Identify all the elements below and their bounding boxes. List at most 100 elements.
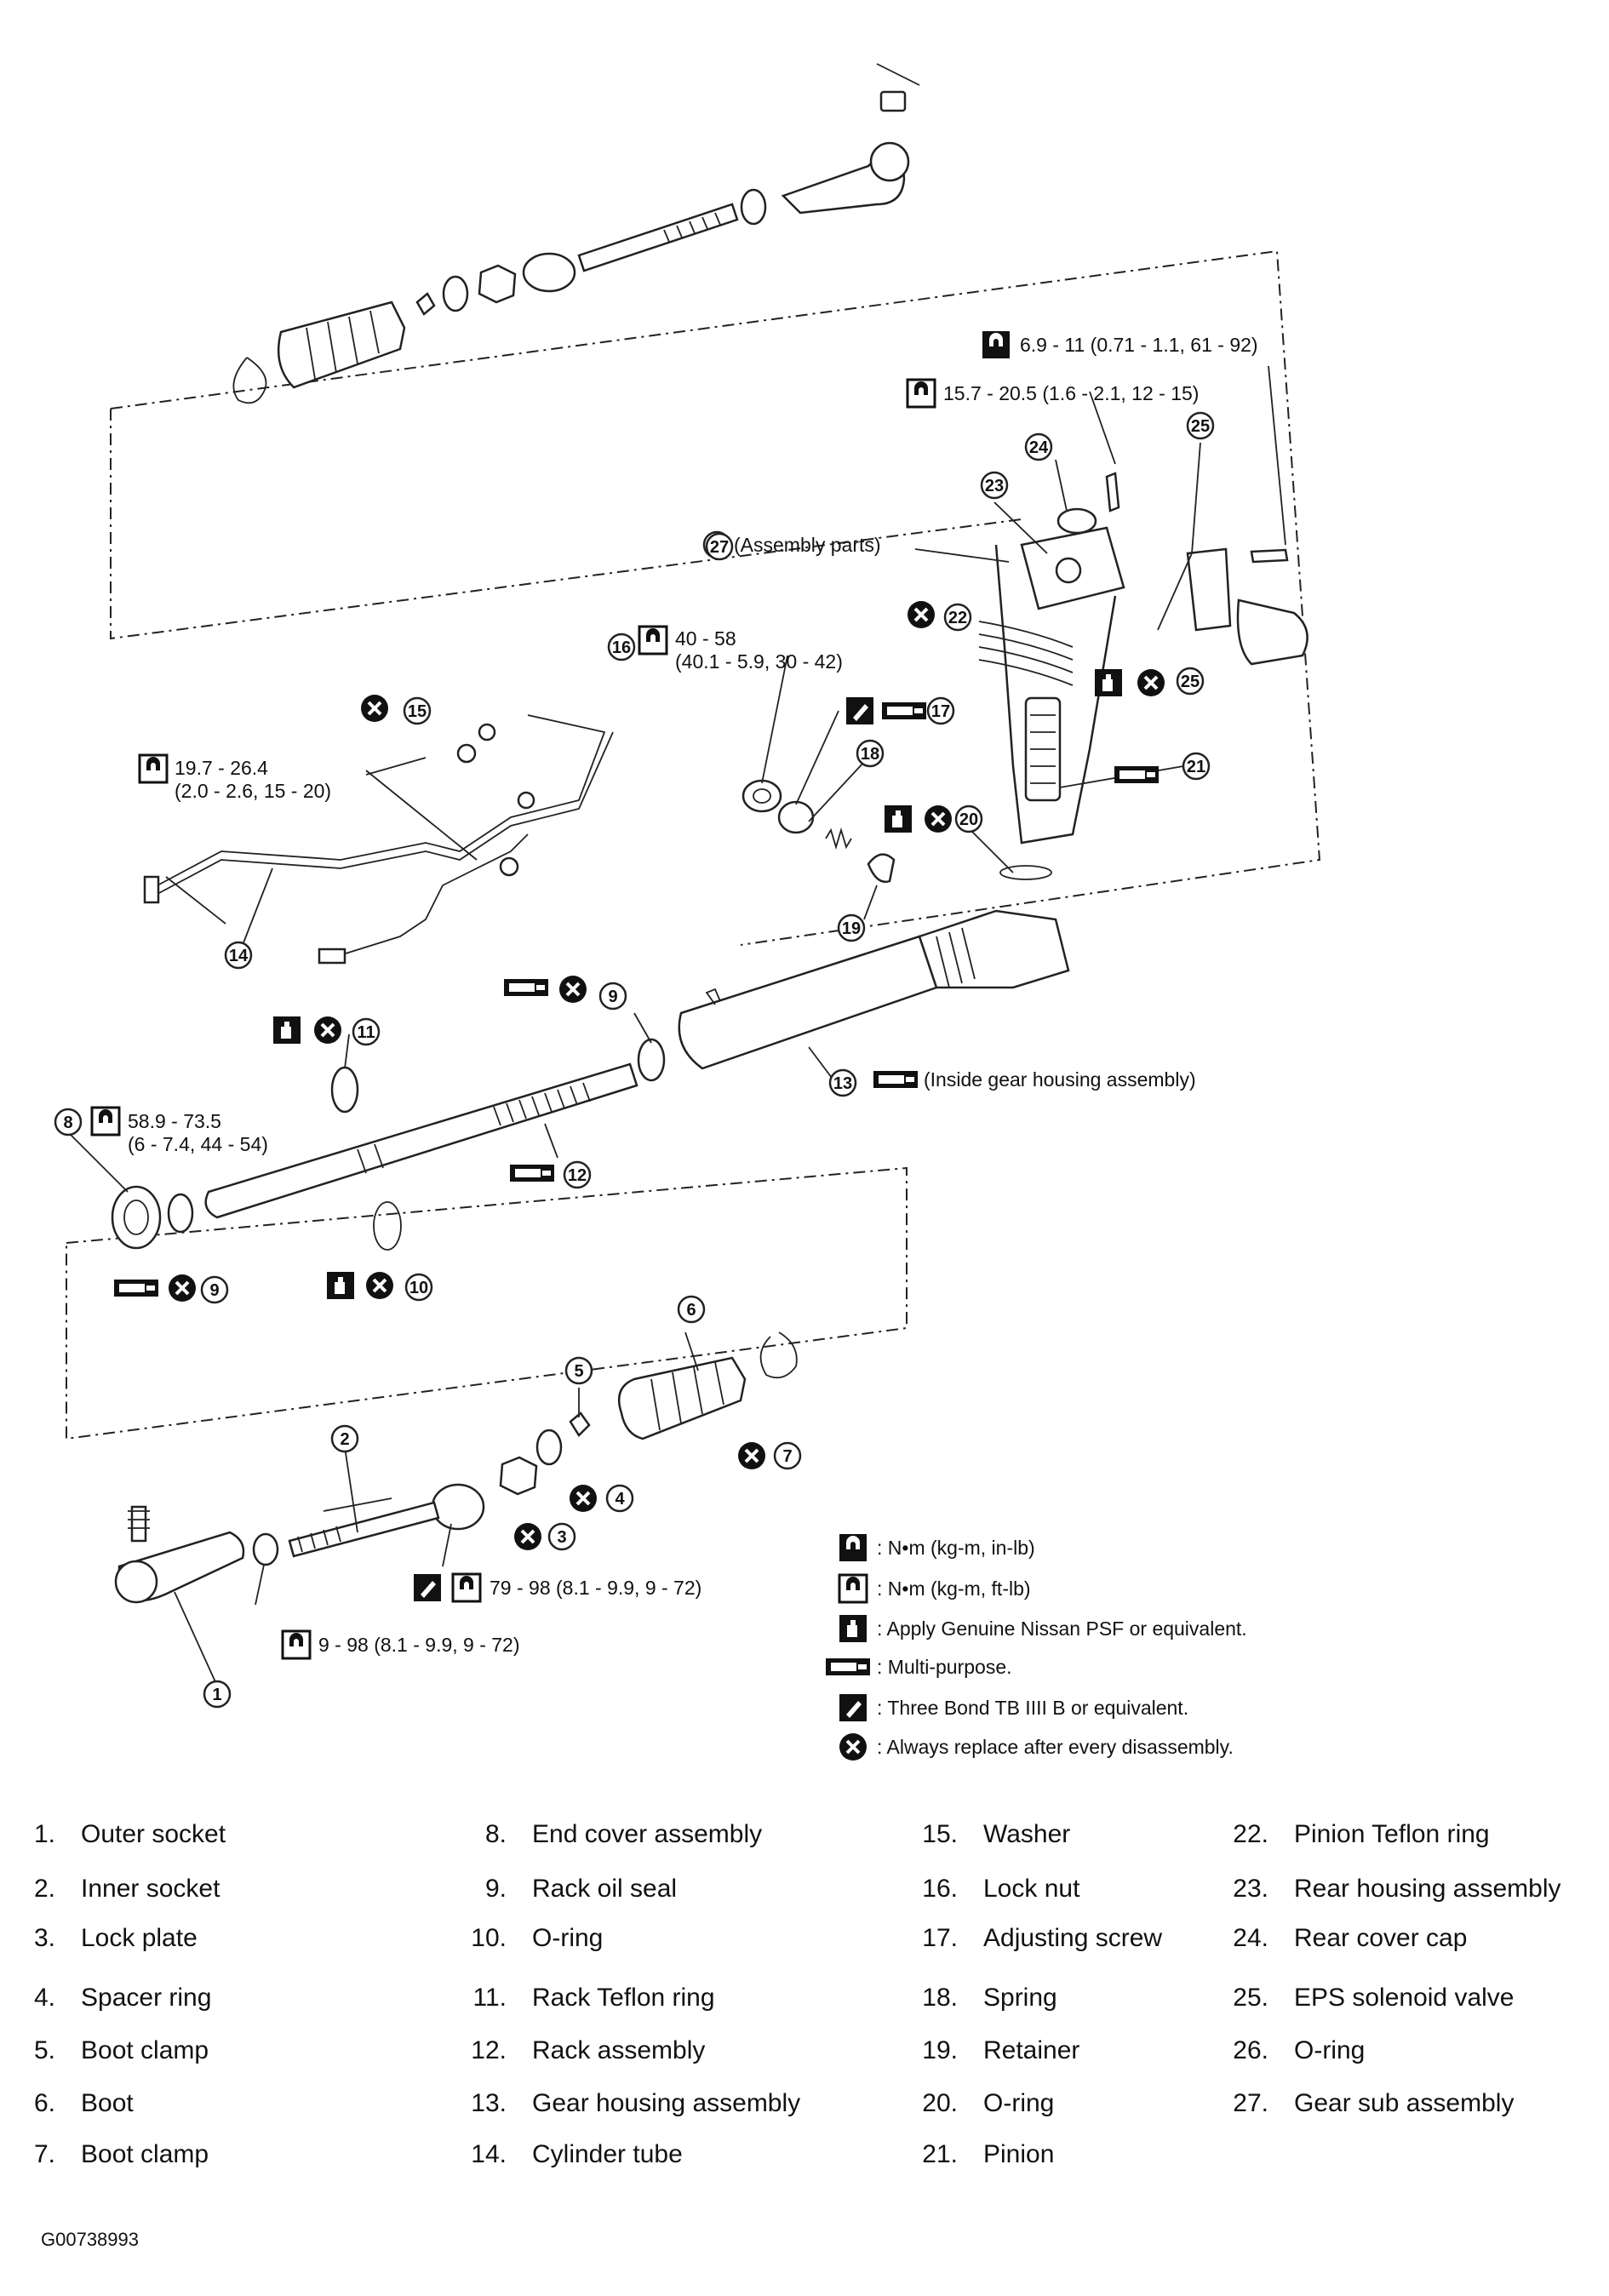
parts-list-name: End cover assembly xyxy=(532,1820,763,1848)
svg-text:3: 3 xyxy=(557,1528,566,1547)
bottom-boot xyxy=(617,1356,747,1440)
rear-housing-bolt xyxy=(1105,472,1120,512)
parts-list-item: 2.Inner socket xyxy=(17,1875,220,1904)
eps-solenoid-valve-part xyxy=(1186,547,1308,666)
parts-list-name: Adjusting screw xyxy=(983,1924,1163,1952)
parts-list-name: Retainer xyxy=(983,2036,1080,2064)
parts-list-item: 7.Boot clamp xyxy=(17,2140,209,2169)
svg-text:25: 25 xyxy=(1191,417,1210,436)
parts-list-name: Gear housing assembly xyxy=(532,2089,801,2117)
svg-text:13: 13 xyxy=(833,1074,852,1093)
top-boot-clamp xyxy=(415,292,436,316)
gear-housing-body xyxy=(994,544,1117,845)
parts-list-number: 5. xyxy=(33,2036,55,2064)
parts-list-name: Washer xyxy=(983,1820,1071,1848)
svg-text:2: 2 xyxy=(340,1430,349,1449)
parts-list-name: Boot clamp xyxy=(81,2036,209,2064)
svg-text:10: 10 xyxy=(409,1279,428,1297)
parts-list-number: 7. xyxy=(33,2140,55,2168)
parts-list-item: 20. O-ring xyxy=(902,2089,1054,2118)
parts-list-name: Lock nut xyxy=(983,1875,1080,1903)
bottom-lock-plate xyxy=(499,1456,538,1496)
part-number-markers: 24 23 25 27 22 25 21 20 17 18 19 16 15 1… xyxy=(54,411,1215,1709)
svg-text:4: 4 xyxy=(615,1490,625,1509)
svg-text:: N•m (kg-m, ft-lb): : N•m (kg-m, ft-lb) xyxy=(877,1577,1031,1600)
adjusting-screw-part xyxy=(777,800,815,834)
parts-list-number: 1. xyxy=(33,1820,55,1848)
top-lock-nut xyxy=(740,188,767,226)
parts-list-number: 24. xyxy=(1233,1924,1268,1952)
parts-list-name: O-ring xyxy=(532,1924,604,1952)
parts-list-name: O-ring xyxy=(1294,2036,1366,2064)
parts-list-name: Pinion xyxy=(983,2140,1055,2168)
parts-list-number: 25. xyxy=(1233,1984,1268,2012)
svg-text:11: 11 xyxy=(357,1023,375,1042)
svg-text:19: 19 xyxy=(842,919,861,938)
svg-text:5: 5 xyxy=(574,1362,583,1381)
svg-text:22: 22 xyxy=(948,609,967,627)
parts-list-name: Rack assembly xyxy=(532,2036,706,2064)
parts-list-item: 25. EPS solenoid valve xyxy=(1213,1984,1515,2013)
parts-list-item: 27.Gear sub assembly xyxy=(1213,2089,1514,2118)
svg-text:27: 27 xyxy=(710,538,729,557)
svg-text:: Always replace after every d: : Always replace after every disassembly… xyxy=(877,1736,1234,1758)
parts-list-item: 22. Pinion Teflon ring xyxy=(1213,1820,1490,1849)
parts-list-number: 22. xyxy=(1233,1820,1268,1848)
top-lock-plate xyxy=(478,264,517,304)
callout-assembly-parts: (Assembly parts) xyxy=(734,534,881,556)
top-outer-socket xyxy=(781,63,920,215)
parts-list-name: EPS solenoid valve xyxy=(1294,1984,1515,2012)
o-ring-10-part xyxy=(373,1201,402,1251)
parts-list-item: 19. Retainer xyxy=(902,2036,1079,2065)
parts-list-item: 1. Outer socket xyxy=(17,1820,226,1849)
rack-oil-seal-lower-part xyxy=(167,1193,194,1234)
torque-rear-cover-bolt: 6.9 - 11 (0.71 - 1.1, 61 - 92) xyxy=(1020,334,1258,356)
parts-list-name: Outer socket xyxy=(81,1820,226,1848)
bottom-lock-nut xyxy=(252,1532,279,1566)
parts-list-item: 21.Pinion xyxy=(902,2140,1054,2169)
top-spacer-ring xyxy=(442,275,469,312)
torque-outer-socket-nut: 9 - 98 (8.1 - 9.9, 9 - 72) xyxy=(318,1634,520,1656)
svg-text:23: 23 xyxy=(985,477,1004,495)
end-cover-assembly-part xyxy=(111,1185,162,1250)
parts-list-item: 26.O-ring xyxy=(1213,2036,1365,2065)
parts-list-number: 10. xyxy=(471,1924,507,1952)
torque-lock-nut-line2: (40.1 - 5.9, 30 - 42) xyxy=(675,650,843,673)
parts-list-number: 14. xyxy=(471,2140,507,2168)
parts-list-item: 3.Lock plate xyxy=(17,1924,198,1953)
parts-list-name: Cylinder tube xyxy=(532,2140,683,2168)
retainer-part xyxy=(867,853,896,884)
parts-list-name: Gear sub assembly xyxy=(1294,2089,1515,2117)
bottom-boot-clamp-7 xyxy=(759,1331,798,1379)
o-ring-20-part xyxy=(999,865,1052,880)
parts-list-number: 15. xyxy=(922,1820,958,1848)
parts-list-number: 4. xyxy=(33,1984,55,2012)
svg-text:15: 15 xyxy=(408,702,427,721)
parts-list-name: Inner socket xyxy=(81,1875,220,1903)
parts-list-item: 8.End cover assembly xyxy=(451,1820,762,1849)
parts-list-number: 13. xyxy=(471,2089,507,2117)
parts-list-name: Rear housing assembly xyxy=(1294,1875,1561,1903)
parts-list-name: Rear cover cap xyxy=(1294,1924,1468,1952)
parts-list-item: 18.Spring xyxy=(902,1984,1057,2013)
parts-list-name: Spring xyxy=(983,1984,1057,2012)
parts-list-number: 16. xyxy=(922,1875,958,1903)
spring-part xyxy=(825,827,852,850)
bottom-outer-socket xyxy=(114,1505,245,1604)
leader-lines xyxy=(67,365,1286,1686)
parts-list-number: 20. xyxy=(922,2089,958,2117)
parts-list-number: 11. xyxy=(472,1984,507,2012)
parts-list-item: 10. O-ring xyxy=(451,1924,603,1953)
parts-list-name: O-ring xyxy=(983,2089,1055,2117)
parts-list-name: Pinion Teflon ring xyxy=(1294,1820,1490,1848)
upper-dash-frame xyxy=(110,249,1321,946)
svg-text:7: 7 xyxy=(782,1447,792,1466)
parts-list-number: 19. xyxy=(922,2036,958,2064)
svg-text:14: 14 xyxy=(229,947,249,965)
svg-text:: Multi-purpose.: : Multi-purpose. xyxy=(877,1656,1012,1678)
torque-rear-housing-bolt: 15.7 - 20.5 (1.6 - 2.1, 12 - 15) xyxy=(943,382,1199,404)
svg-text:20: 20 xyxy=(959,810,978,829)
parts-list-number: 3. xyxy=(33,1924,55,1952)
svg-text:24: 24 xyxy=(1029,438,1049,457)
svg-text:9: 9 xyxy=(209,1281,219,1300)
